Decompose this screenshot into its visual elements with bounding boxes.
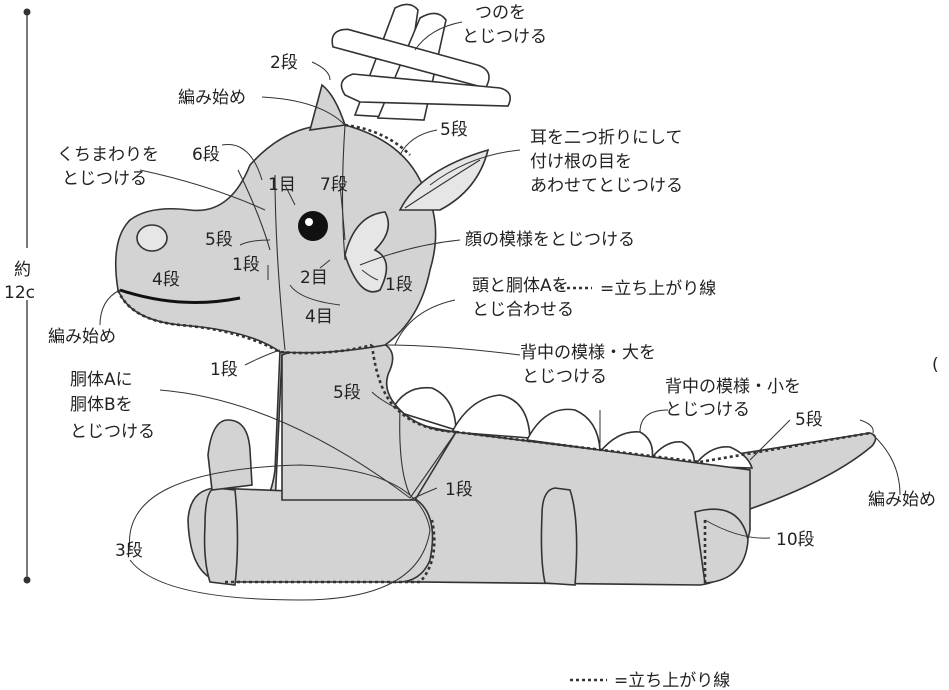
label-row1-body: 1段 (445, 480, 473, 500)
label-mouth-1: くちまわりを (57, 145, 159, 165)
label-row7: 7段 (320, 175, 348, 195)
label-stitch4: 4目 (305, 307, 333, 327)
horns (331, 3, 511, 121)
label-back-small-1: 背中の模様・小を (665, 377, 801, 397)
label-row1-face: 1段 (232, 255, 260, 275)
label-face-pattern: 顔の模様をとじつける (465, 230, 635, 250)
mouth-line (119, 288, 241, 304)
rising-lines (116, 123, 871, 584)
label-row3: 3段 (115, 541, 143, 561)
label-amihajime-top: 編み始め (178, 88, 246, 108)
size-label-line1: 約 (14, 260, 31, 280)
label-ear-2: 付け根の目を (530, 152, 632, 172)
label-ear-3: あわせてとじつける (530, 176, 683, 196)
label-rising-line-bottom: =立ち上がり線 (614, 671, 730, 690)
legend-rising-line-bottom: =立ち上がり線 (570, 671, 730, 690)
label-row4: 4段 (152, 270, 180, 290)
leader-lines (99, 21, 901, 601)
label-row5-face: 5段 (205, 230, 233, 250)
label-head-body-2: とじ合わせる (472, 300, 574, 320)
label-back-small-2: とじつける (665, 400, 750, 420)
label-mouth-2: とじつける (62, 169, 147, 189)
label-body-ab-3: とじつける (70, 422, 155, 442)
label-rising-line: =立ち上がり線 (600, 279, 716, 299)
label-horn-1: つのを (475, 3, 526, 23)
label-row2: 2段 (270, 53, 298, 73)
label-back-large-1: 背中の模様・大を (520, 343, 656, 363)
label-body-ab-1: 胴体Aに (70, 370, 133, 390)
label-amihajime-left: 編み始め (48, 327, 116, 347)
label-body-ab-2: 胴体Bを (70, 395, 133, 415)
forehead-spike (308, 83, 347, 131)
seams (237, 124, 457, 499)
label-stitch1: 1目 (268, 175, 296, 195)
back-leg (187, 487, 434, 584)
label-row10: 10段 (776, 530, 815, 550)
labels: つのを とじつける 2段 編み始め 5段 耳を二つ折りにして 付け根の目を あわ… (48, 3, 939, 561)
eye (298, 211, 328, 241)
nostril (136, 224, 168, 252)
size-indicator: 約 12c (4, 8, 35, 584)
label-row1-neck: 1段 (210, 360, 238, 380)
label-edge-char: ( (932, 355, 939, 375)
label-back-large-2: とじつける (522, 367, 607, 387)
face-pattern (344, 211, 390, 293)
label-row5-tail: 5段 (795, 410, 823, 430)
label-amihajime-tail: 編み始め (868, 490, 936, 510)
label-row5-top: 5段 (440, 120, 468, 140)
label-head-body-1: 頭と胴体Aを (472, 276, 569, 296)
ear (398, 148, 490, 211)
label-ear-1: 耳を二つ折りにして (530, 128, 683, 148)
label-stitch2: 2目 (300, 268, 328, 288)
label-horn-2: とじつける (462, 27, 547, 47)
size-label-line2: 12c (4, 283, 35, 303)
label-row1-face-right: 1段 (385, 275, 413, 295)
label-row5-back: 5段 (333, 383, 361, 403)
label-row6: 6段 (192, 145, 220, 165)
